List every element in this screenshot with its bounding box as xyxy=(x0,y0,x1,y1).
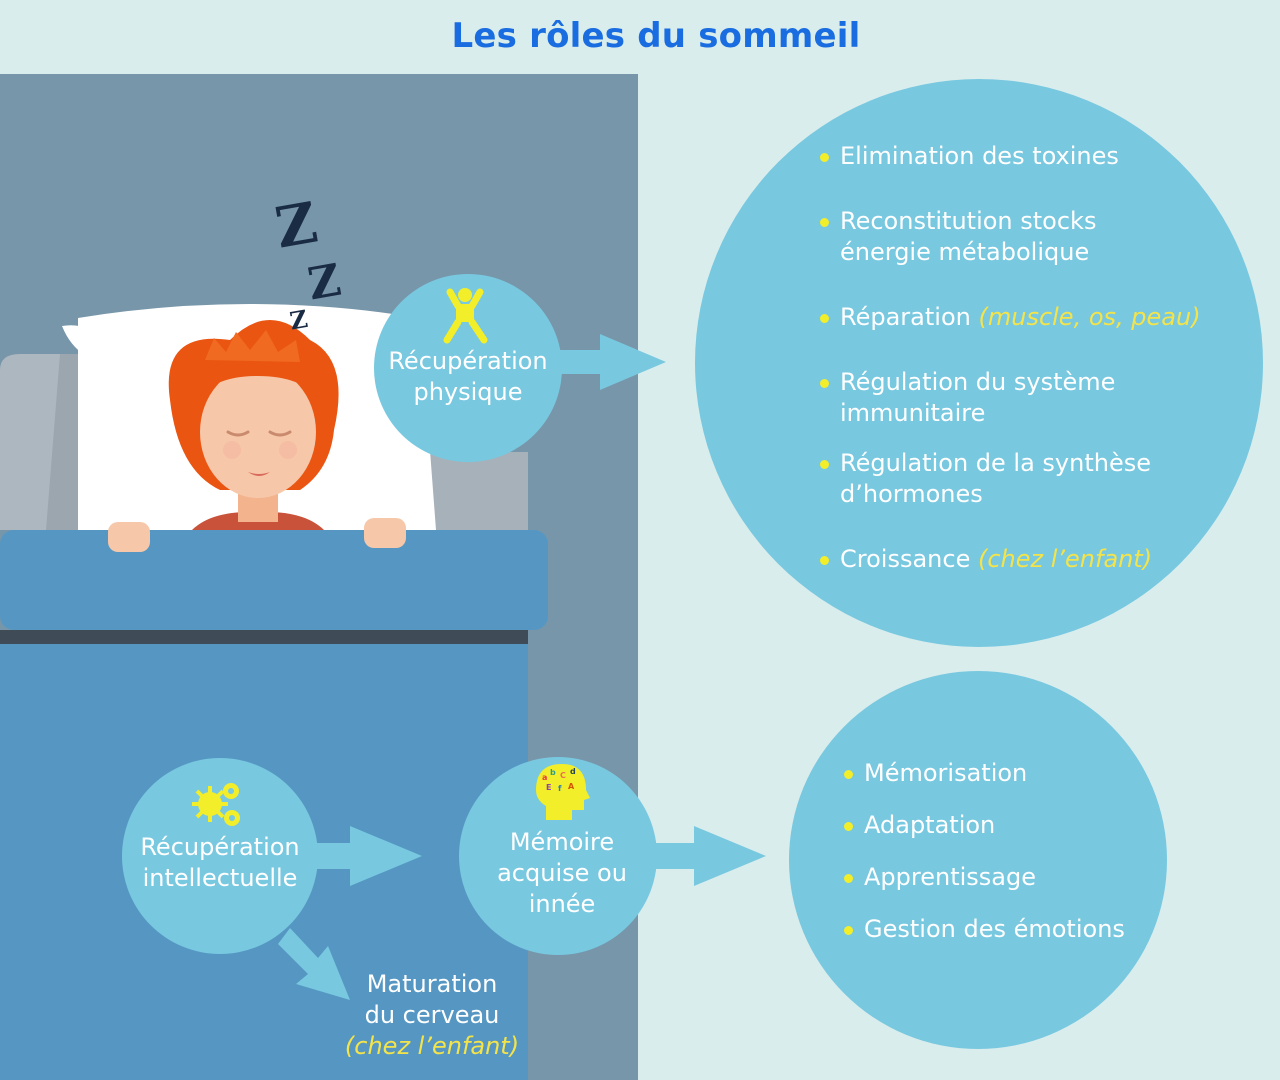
svg-text:b: b xyxy=(550,768,556,777)
svg-text:E: E xyxy=(546,783,551,792)
role-text-cont: immunitaire xyxy=(840,399,986,427)
svg-text:Z: Z xyxy=(288,304,310,336)
memory-role-item: Mémorisation xyxy=(844,758,1027,789)
role-text: Régulation de la synthèse xyxy=(840,449,1151,477)
role-highlight: (muscle, os, peau) xyxy=(978,303,1201,331)
maturation-line3: (chez l’enfant) xyxy=(344,1032,520,1060)
intellectual-recovery-line1: Récupération xyxy=(140,833,300,861)
role-highlight: (chez l’enfant) xyxy=(977,545,1153,573)
role-text-cont: d’hormones xyxy=(840,480,983,508)
intellectual-recovery-label: Récupération intellectuelle xyxy=(120,832,320,894)
memory-roles-list: Mémorisation Adaptation Apprentissage Ge… xyxy=(844,0,1164,1080)
memory-role-item: Apprentissage xyxy=(844,862,1036,893)
role-text: Apprentissage xyxy=(864,863,1036,891)
physical-recovery-circle xyxy=(374,274,562,462)
page-title: Les rôles du sommeil xyxy=(451,16,861,56)
arrow-to-physical-roles xyxy=(555,334,666,390)
arrow-to-memory xyxy=(312,826,422,886)
svg-text:A: A xyxy=(568,782,575,791)
physical-recovery-line2: physique xyxy=(413,378,523,406)
memory-label: Mémoire acquise ou innée xyxy=(478,827,646,920)
intellectual-recovery-circle xyxy=(122,758,318,954)
role-text: Mémorisation xyxy=(864,759,1028,787)
physical-role-item: Réparation (muscle, os, peau) xyxy=(820,302,1201,333)
role-text: Elimination des toxines xyxy=(840,142,1119,170)
memory-role-item: Gestion des émotions xyxy=(844,914,1125,945)
memory-line3: innée xyxy=(528,890,596,918)
memory-role-item: Adaptation xyxy=(844,810,995,841)
role-text-cont: énergie métabolique xyxy=(840,238,1090,266)
memory-circle xyxy=(459,757,657,955)
svg-text:f: f xyxy=(558,784,562,793)
arrow-to-maturation xyxy=(278,928,350,1000)
svg-text:a: a xyxy=(542,773,547,782)
svg-text:C: C xyxy=(560,771,566,780)
gears-icon xyxy=(192,783,240,826)
sleep-z-icon: Z Z Z xyxy=(270,190,344,336)
memory-line1: Mémoire xyxy=(509,828,615,856)
maturation-line1: Maturation xyxy=(366,970,498,998)
role-text: Adaptation xyxy=(864,811,996,839)
hands xyxy=(108,518,406,552)
memory-roles-bubble xyxy=(789,671,1167,1049)
role-text: Gestion des émotions xyxy=(864,915,1125,943)
physical-roles-list: Elimination des toxines Reconstitution s… xyxy=(820,0,1260,1080)
physical-recovery-line1: Récupération xyxy=(388,347,548,375)
svg-text:d: d xyxy=(570,767,576,776)
sleeping-girl xyxy=(168,320,339,532)
physical-role-item: Reconstitution stocks énergie métaboliqu… xyxy=(820,206,1096,268)
person-jumping-icon xyxy=(443,288,488,344)
role-text: Croissance xyxy=(840,545,978,573)
physical-role-item: Régulation de la synthèse d’hormones xyxy=(820,448,1151,510)
physical-roles-bubble xyxy=(695,79,1263,647)
intellectual-recovery-line2: intellectuelle xyxy=(142,864,298,892)
physical-role-item: Elimination des toxines xyxy=(820,141,1119,172)
maturation-line2: du cerveau xyxy=(364,1001,500,1029)
physical-role-item: Régulation du système immunitaire xyxy=(820,367,1115,429)
physical-role-item: Croissance (chez l’enfant) xyxy=(820,544,1152,575)
physical-recovery-label: Récupération physique xyxy=(378,346,558,408)
head-letters-icon: a b C d E f A xyxy=(536,764,590,820)
role-text: Reconstitution stocks xyxy=(840,207,1097,235)
memory-line2: acquise ou xyxy=(497,859,627,887)
brain-maturation-note: Maturation du cerveau (chez l’enfant) xyxy=(332,969,532,1062)
role-text: Réparation xyxy=(840,303,979,331)
role-text: Régulation du système xyxy=(840,368,1116,396)
arrow-to-memory-roles xyxy=(648,826,766,886)
